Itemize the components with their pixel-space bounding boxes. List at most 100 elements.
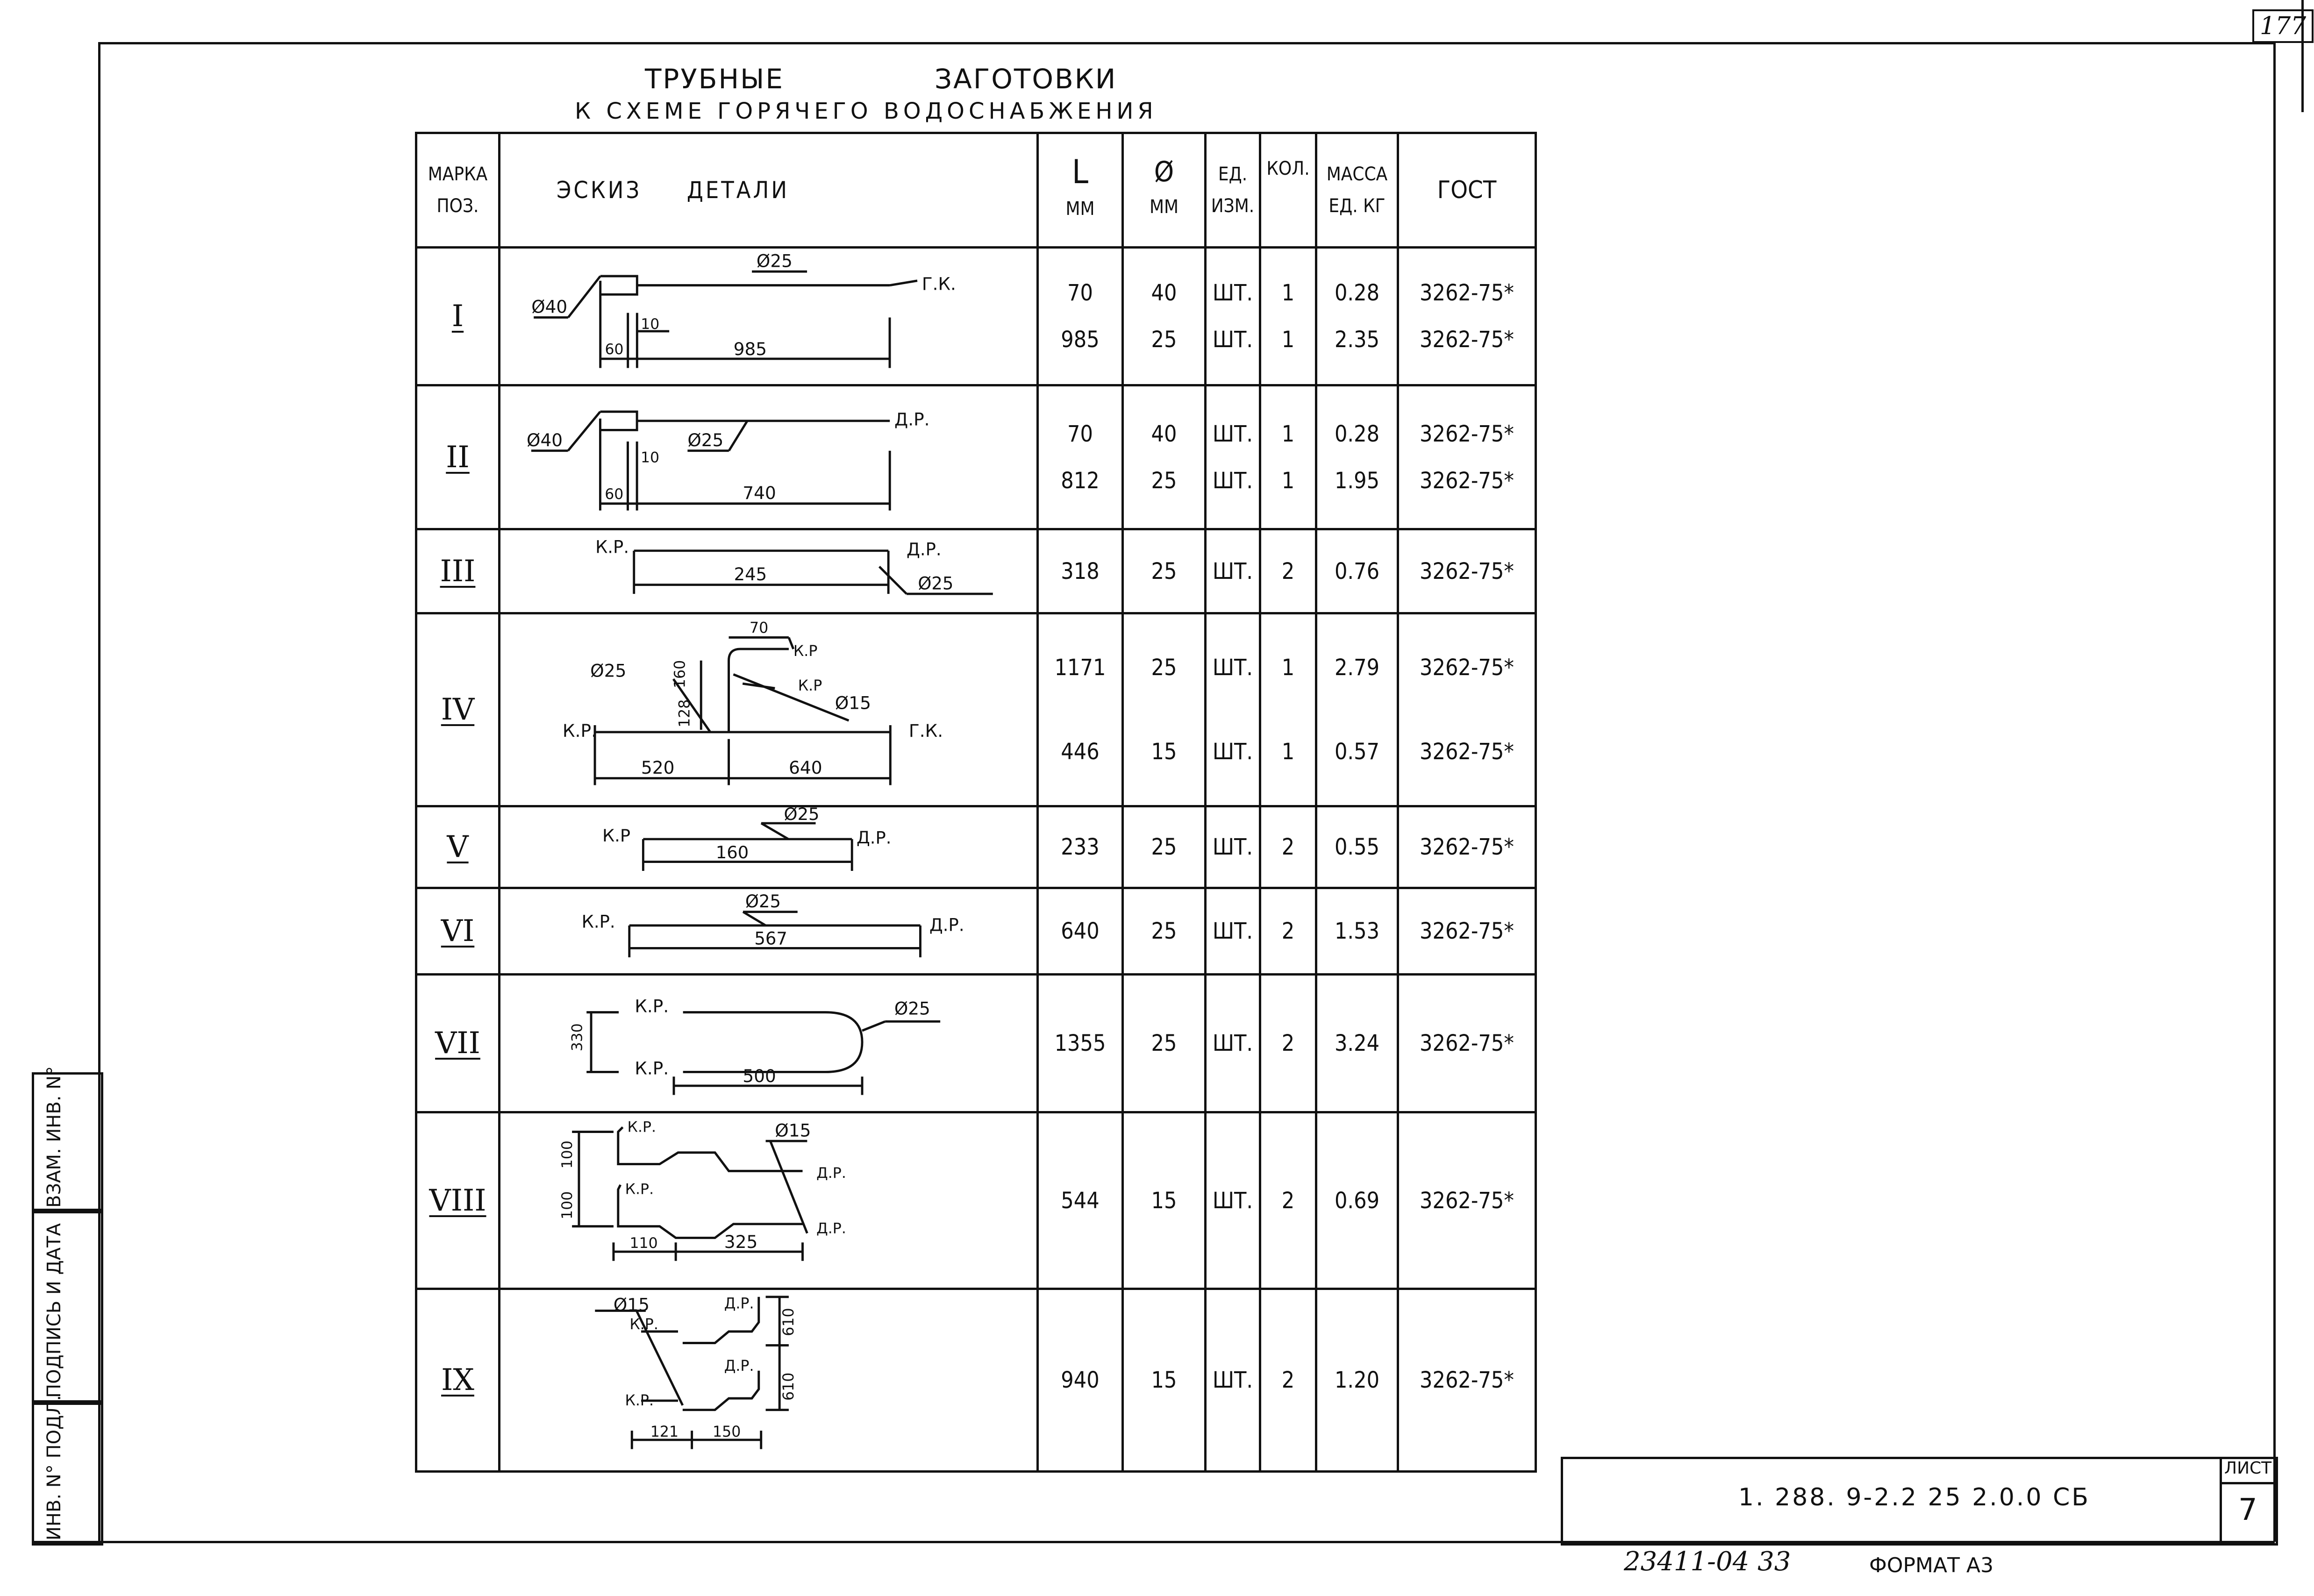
sketch-II: Ø40 Ø25 Д.Р. 60 10 740 bbox=[527, 409, 930, 511]
sketch-label: 60 bbox=[605, 341, 624, 358]
sketch-label: К.Р. bbox=[595, 537, 629, 557]
sketch-label: 128 bbox=[677, 699, 693, 727]
qty-cell: 2 bbox=[1259, 1288, 1317, 1473]
table-row: I Ø25 Ø40 Г.К. bbox=[415, 246, 1537, 386]
table-row: III К.Р. Д.Р. 245 Ø25 318 25 ШТ. 2 0.76 … bbox=[415, 528, 1537, 614]
side-stamp-col2: ПОДПИСЬ И ДАТА bbox=[32, 1209, 103, 1405]
qty-cell: 2 bbox=[1259, 805, 1317, 889]
pos-mark: VI bbox=[415, 887, 500, 976]
mass-cell: 1.53 bbox=[1315, 887, 1399, 976]
sketch-label: Д.Р. bbox=[929, 915, 964, 935]
sketch-III: К.Р. Д.Р. 245 Ø25 bbox=[595, 537, 993, 595]
sketch-label: Ø25 bbox=[757, 250, 793, 271]
sketch-label: Д.Р. bbox=[816, 1220, 846, 1237]
frame-left bbox=[98, 42, 100, 1542]
table-row: VI К.Р. Д.Р. 567 Ø25 640 25 ШТ. 2 1.53 3… bbox=[415, 887, 1537, 976]
sheet-number: 7 bbox=[2238, 1493, 2257, 1527]
frame-right bbox=[2273, 42, 2276, 1542]
sketch-label: 985 bbox=[734, 339, 767, 359]
length-cell: 544 bbox=[1036, 1111, 1124, 1290]
sketch-label: Ø25 bbox=[590, 660, 626, 681]
sketch-label: Ø25 bbox=[745, 891, 781, 912]
sketch-label: 567 bbox=[754, 929, 787, 949]
dia-cell: 15 bbox=[1121, 1111, 1207, 1290]
side-stamp-col3: ИНВ. N° ПОДЛ. bbox=[32, 1395, 103, 1546]
sketch-IX: Ø15 К.Р. К.Р. Д.Р. Д.Р. Д.Р. 610 610 121… bbox=[595, 1294, 797, 1449]
sketch-label: 245 bbox=[734, 564, 767, 584]
sketch-label: 610 bbox=[780, 1373, 797, 1401]
title-word1: ТРУБНЫЕ bbox=[645, 63, 784, 95]
col-qty: КОЛ. bbox=[1259, 132, 1317, 249]
unit-cell: ШТ. bbox=[1204, 887, 1261, 976]
sketch-label: 330 bbox=[569, 1023, 586, 1051]
sketch-cell: К.Р. К.Р. 330 500 Ø25 bbox=[498, 973, 1039, 1113]
pos-mark: II bbox=[415, 384, 500, 530]
sketch-label: Д.Р. bbox=[894, 409, 930, 430]
gost-cell: 3262-75*3262-75* bbox=[1397, 612, 1537, 807]
unit-cell: ШТ. bbox=[1204, 528, 1261, 614]
pos-mark: III bbox=[415, 528, 500, 614]
length-cell: 940 bbox=[1036, 1288, 1124, 1473]
sketch-label: Ø15 bbox=[614, 1294, 650, 1315]
qty-cell: 2 bbox=[1259, 1111, 1317, 1290]
gost-cell: 3262-75* bbox=[1397, 1111, 1537, 1290]
mass-cell: 3.24 bbox=[1315, 973, 1399, 1113]
dia-cell: 25 bbox=[1121, 973, 1207, 1113]
sketch-cell: 70 К.Р К.Р К.Р. Ø25 Ø15 160 128 Г.К. 520… bbox=[498, 612, 1039, 807]
sheet-box bbox=[2220, 1457, 2276, 1541]
sketch-label: К.Р. bbox=[635, 996, 669, 1017]
archive-number: 23411-04 33 bbox=[1624, 1546, 1791, 1577]
mass-cell: 0.76 bbox=[1315, 528, 1399, 614]
unit-cell: ШТ.ШТ. bbox=[1204, 384, 1261, 530]
frame-top bbox=[98, 42, 2276, 44]
sketch-label: 640 bbox=[789, 757, 822, 778]
sketch-label: К.Р. bbox=[563, 720, 597, 741]
pos-mark: V bbox=[415, 805, 500, 889]
unit-cell: ШТ. bbox=[1204, 973, 1261, 1113]
side-stamp-label: ИНВ. N° ПОДЛ. bbox=[43, 1395, 65, 1540]
frame-right-top-tick bbox=[2301, 0, 2304, 112]
sketch-label: 160 bbox=[672, 660, 689, 688]
sketch-label: Д.Р. bbox=[724, 1358, 754, 1375]
length-cell: 640 bbox=[1036, 887, 1124, 976]
sketch-label: К.Р bbox=[798, 677, 822, 694]
sketch-label: Д.Р. bbox=[816, 1165, 846, 1182]
side-stamp-label: ПОДПИСЬ И ДАТА bbox=[43, 1223, 65, 1398]
title-block bbox=[1561, 1457, 2278, 1546]
table-row: II Ø40 Ø25 Д.Р. 6 bbox=[415, 384, 1537, 530]
sketch-label: 520 bbox=[641, 757, 675, 778]
col-sketch: ЭСКИЗ ДЕТАЛИ bbox=[498, 132, 1039, 249]
sketch-cell: Ø15 К.Р. К.Р. Д.Р. Д.Р. Д.Р. 610 610 121… bbox=[498, 1288, 1039, 1473]
gost-cell: 3262-75* bbox=[1397, 528, 1537, 614]
sketch-label: 100 bbox=[559, 1191, 576, 1219]
pos-mark: IX bbox=[415, 1288, 500, 1473]
sketch-label: Ø25 bbox=[894, 998, 930, 1019]
gost-cell: 3262-75* bbox=[1397, 973, 1537, 1113]
sketch-VIII: К.Р. К.Р. Д.Р. Д.Р. 100 100 110 325 Ø15 bbox=[559, 1119, 846, 1261]
mass-cell: 0.55 bbox=[1315, 805, 1399, 889]
sketch-label: 121 bbox=[650, 1424, 678, 1440]
pos-mark: VII bbox=[415, 973, 500, 1113]
sketch-cell: К.Р Д.Р. 160 Ø25 bbox=[498, 805, 1039, 889]
unit-cell: ШТ.ШТ. bbox=[1204, 246, 1261, 386]
pos-mark: IV bbox=[415, 612, 500, 807]
sketch-label: К.Р. bbox=[625, 1392, 654, 1409]
pos-mark: VIII bbox=[415, 1111, 500, 1290]
sketch-label: Ø40 bbox=[527, 430, 563, 450]
gost-cell: 3262-75* bbox=[1397, 887, 1537, 976]
sketch-label: 160 bbox=[716, 842, 749, 862]
sketch-label: Д.Р. bbox=[857, 828, 892, 848]
